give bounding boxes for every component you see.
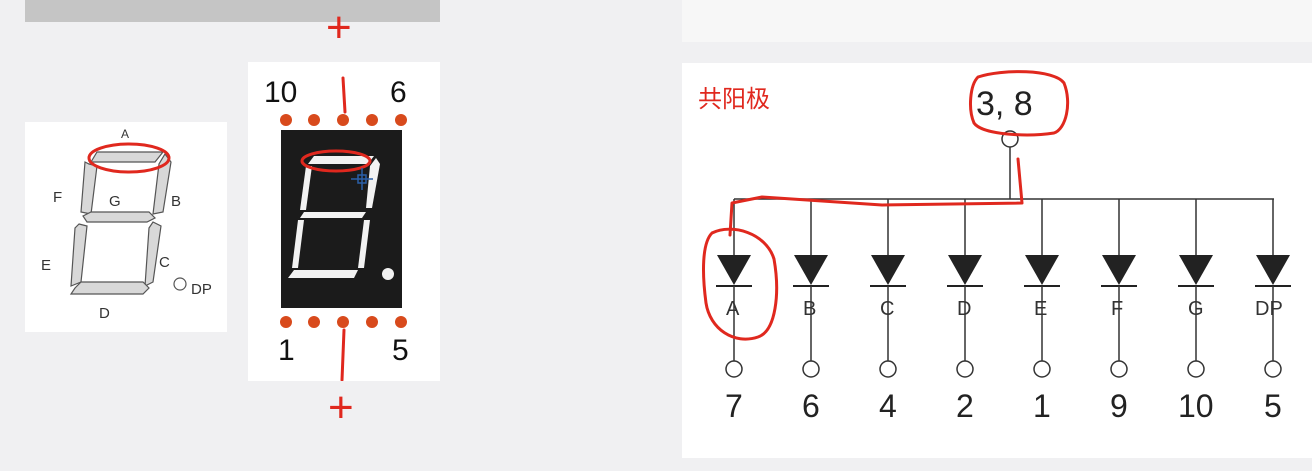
label-f: F: [53, 189, 62, 206]
diode-b: B6: [793, 199, 829, 424]
segment-e: [70, 223, 88, 287]
annotation-line-top: [341, 76, 347, 114]
top-gray-bar: [25, 0, 440, 22]
display-package-panel: 10 6 1 5: [248, 62, 440, 382]
annotation-circle-top-segment: [300, 149, 372, 173]
annotation-circle-a: [87, 142, 171, 174]
segment-label-b: B: [803, 298, 816, 320]
diode-a: A7: [716, 199, 752, 424]
segment-c: [144, 221, 162, 288]
segment-label-a: A: [726, 298, 740, 320]
diode-dp: DP 5: [1255, 199, 1291, 424]
segment-diagram: A F G B E C DP D: [41, 127, 212, 322]
label-dp: DP: [191, 281, 212, 298]
label-d: D: [99, 305, 110, 322]
plus-annotations: + +: [326, 3, 354, 432]
display-decimal-point: [382, 268, 394, 280]
diode-c: C4: [870, 199, 906, 424]
schematic-title: 共阳极: [698, 86, 770, 113]
diode-d: D2: [947, 199, 983, 424]
cursor-crosshair-icon: [351, 168, 373, 190]
label-g: G: [109, 193, 121, 210]
segment-d: [69, 281, 150, 295]
top-pins: [280, 114, 407, 126]
top-right-image-strip: [682, 0, 1312, 42]
segment-label-f: F: [1111, 298, 1123, 320]
segment-g: [82, 211, 157, 223]
diode-e: E1: [1024, 199, 1060, 424]
bottom-pins: [280, 316, 407, 328]
pin-number-g: 10: [1178, 388, 1214, 424]
pin-label-5: 5: [392, 334, 409, 367]
plus-top: +: [326, 3, 352, 52]
pin-number-d: 2: [956, 388, 974, 424]
segment-a: [89, 151, 165, 163]
segment-diagram-panel: A F G B E C DP D: [25, 122, 227, 332]
segment-b: [152, 152, 172, 215]
segment-label-g: G: [1188, 298, 1204, 320]
common-pin-label: 3, 8: [976, 85, 1033, 123]
label-b: B: [171, 193, 181, 210]
segment-label-d: D: [957, 298, 971, 320]
pin-number-b: 6: [802, 388, 820, 424]
segment-dp: [173, 277, 187, 291]
segment-label-dp: DP: [1255, 298, 1283, 320]
segment-f: [80, 161, 98, 215]
label-e: E: [41, 257, 51, 274]
segment-label-c: C: [880, 298, 894, 320]
segment-label-e: E: [1034, 298, 1047, 320]
label-a: A: [121, 127, 129, 141]
pin-number-e: 1: [1033, 388, 1051, 424]
diode-g: G 10: [1178, 199, 1214, 424]
display-package: 10 6 1 5: [264, 76, 409, 382]
pin-number-f: 9: [1110, 388, 1128, 424]
label-c: C: [159, 254, 170, 271]
pin-label-6: 6: [390, 76, 407, 109]
annotation-box-common: [969, 70, 1070, 137]
display-digit: [288, 156, 380, 278]
annotation-path-to-a: [728, 157, 1024, 237]
diode-f: F9: [1101, 199, 1137, 424]
pin-label-1: 1: [278, 334, 295, 367]
pin-number-a: 7: [725, 388, 743, 424]
annotation-line-bottom: [340, 328, 346, 382]
pin-number-c: 4: [879, 388, 897, 424]
pin-number-dp: 5: [1264, 388, 1282, 424]
pin-label-10: 10: [264, 76, 297, 109]
annotation-circle-a: [702, 227, 779, 341]
plus-bottom: +: [328, 383, 354, 432]
